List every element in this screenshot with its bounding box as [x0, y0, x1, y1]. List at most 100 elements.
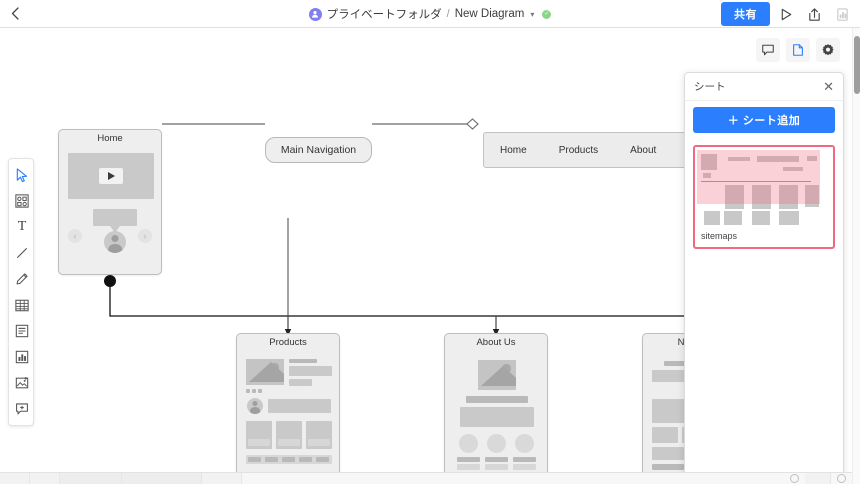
caption-line: [513, 464, 536, 470]
bottom-tool-cell[interactable]: [202, 472, 242, 484]
mountain-shape: [481, 366, 516, 387]
node-products[interactable]: Products: [236, 333, 340, 481]
breadcrumb: プライベートフォルダ / New Diagram ▾ ✓: [0, 0, 860, 28]
cursor-icon: [16, 167, 28, 182]
bottom-toolbar[interactable]: [0, 472, 852, 484]
play-icon: [107, 172, 115, 180]
image-placeholder: [478, 360, 516, 390]
speech-bubble-block: [268, 399, 331, 413]
image-placeholder: [246, 359, 284, 385]
top-bar-actions: 共有: [721, 0, 854, 28]
thumb-node: [779, 185, 798, 209]
team-avatar: [487, 434, 506, 453]
person-icon: [312, 10, 319, 18]
close-icon[interactable]: ✕: [823, 79, 834, 94]
sheet-panel-title: シート: [694, 81, 726, 93]
team-avatar: [515, 434, 534, 453]
node-home[interactable]: Home ‹ ›: [58, 129, 162, 275]
speech-bubble-tail: [110, 226, 120, 233]
caption-line: [457, 464, 480, 470]
chevron-down-icon[interactable]: ▾: [530, 9, 535, 19]
vertical-scrollbar-thumb[interactable]: [854, 36, 860, 94]
pen-tool[interactable]: [9, 266, 35, 292]
document-title[interactable]: New Diagram: [454, 8, 525, 20]
comment-tool[interactable]: [9, 396, 35, 422]
node-navbar[interactable]: Home Products About New: [483, 132, 708, 168]
navbar-item-products[interactable]: Products: [558, 144, 599, 156]
bottom-tool-cell[interactable]: [122, 472, 202, 484]
text-block: [289, 366, 332, 376]
bottom-tool-cell[interactable]: [60, 472, 122, 484]
thumb-node: [725, 185, 744, 209]
settings-button[interactable]: [816, 38, 840, 62]
node-about-us[interactable]: About Us: [444, 333, 548, 481]
caption-line: [485, 457, 508, 462]
caption-line: [485, 464, 508, 470]
arrowhead-about: [492, 329, 500, 336]
sheet-thumbnail-label: sitemaps: [701, 231, 738, 241]
node-home-title: Home: [97, 133, 123, 144]
share-button[interactable]: 共有: [721, 2, 770, 26]
export-button[interactable]: [802, 2, 826, 26]
text-tool[interactable]: T: [9, 214, 35, 240]
footer-item: [316, 457, 329, 462]
sheet-thumbnail-sitemaps[interactable]: sitemaps: [693, 145, 835, 249]
bottom-circle-icon[interactable]: [790, 474, 799, 483]
thumb-node: [728, 157, 750, 161]
back-button[interactable]: [0, 0, 30, 28]
gear-icon: [822, 44, 834, 56]
saved-status-badge: ✓: [542, 9, 552, 19]
line-tool[interactable]: [9, 240, 35, 266]
note-tool[interactable]: [9, 318, 35, 344]
select-tool[interactable]: [9, 162, 35, 188]
thumb-connector: [701, 181, 811, 182]
bottom-circle-icon[interactable]: [837, 474, 846, 483]
footer-item: [248, 457, 261, 462]
canvas-toolbar: [756, 38, 840, 62]
node-products-title: Products: [269, 337, 307, 348]
chart-tool[interactable]: [9, 344, 35, 370]
comment-button[interactable]: [756, 38, 780, 62]
top-bar: プライベートフォルダ / New Diagram ▾ ✓ 共有: [0, 0, 860, 28]
slides-button[interactable]: [830, 2, 854, 26]
add-sheet-button[interactable]: ＋ シート追加: [693, 107, 835, 133]
table-icon: [15, 299, 29, 311]
bottom-tool-cell[interactable]: [0, 472, 30, 484]
left-toolbar: T: [8, 158, 34, 426]
present-button[interactable]: [774, 2, 798, 26]
line-icon: [17, 248, 27, 258]
thumb-node: [752, 185, 771, 209]
sheet-panel: シート ✕ ＋ シート追加: [684, 72, 844, 484]
navbar-item-home[interactable]: Home: [500, 144, 527, 156]
footer-item: [265, 457, 278, 462]
thumb-selection-overlay: [697, 150, 820, 204]
text-block: [289, 379, 312, 386]
vertical-scrollbar[interactable]: [852, 28, 860, 484]
sheets-button[interactable]: [786, 38, 810, 62]
node-main-navigation[interactable]: Main Navigation: [265, 137, 372, 163]
shapes-grid-icon: [15, 194, 29, 208]
image-tool[interactable]: [9, 370, 35, 396]
footer-item: [282, 457, 295, 462]
footer-item: [299, 457, 312, 462]
thumb-node: [752, 211, 770, 225]
thumb-node: [704, 211, 720, 225]
breadcrumb-folder[interactable]: プライベートフォルダ: [326, 9, 442, 21]
bottom-tool-cell[interactable]: [30, 472, 60, 484]
caption-line: [457, 457, 480, 462]
chevron-left-icon: [11, 7, 19, 20]
node-about-us-wireframe: [452, 353, 540, 477]
navbar-item-about[interactable]: About: [630, 144, 657, 156]
carousel-next-icon: ›: [138, 229, 152, 243]
table-tool[interactable]: [9, 292, 35, 318]
node-products-wireframe: [244, 353, 332, 477]
thumb-node: [805, 185, 819, 207]
dot: [246, 389, 250, 393]
bar-chart-icon: [15, 350, 29, 364]
diagram-canvas[interactable]: Home ‹ › Main Navigation Home Products A…: [0, 28, 852, 484]
bottom-tool-cell[interactable]: [805, 472, 831, 484]
shapes-tool[interactable]: [9, 188, 35, 214]
carousel-prev-icon: ‹: [68, 229, 82, 243]
thumb-node: [807, 156, 817, 161]
